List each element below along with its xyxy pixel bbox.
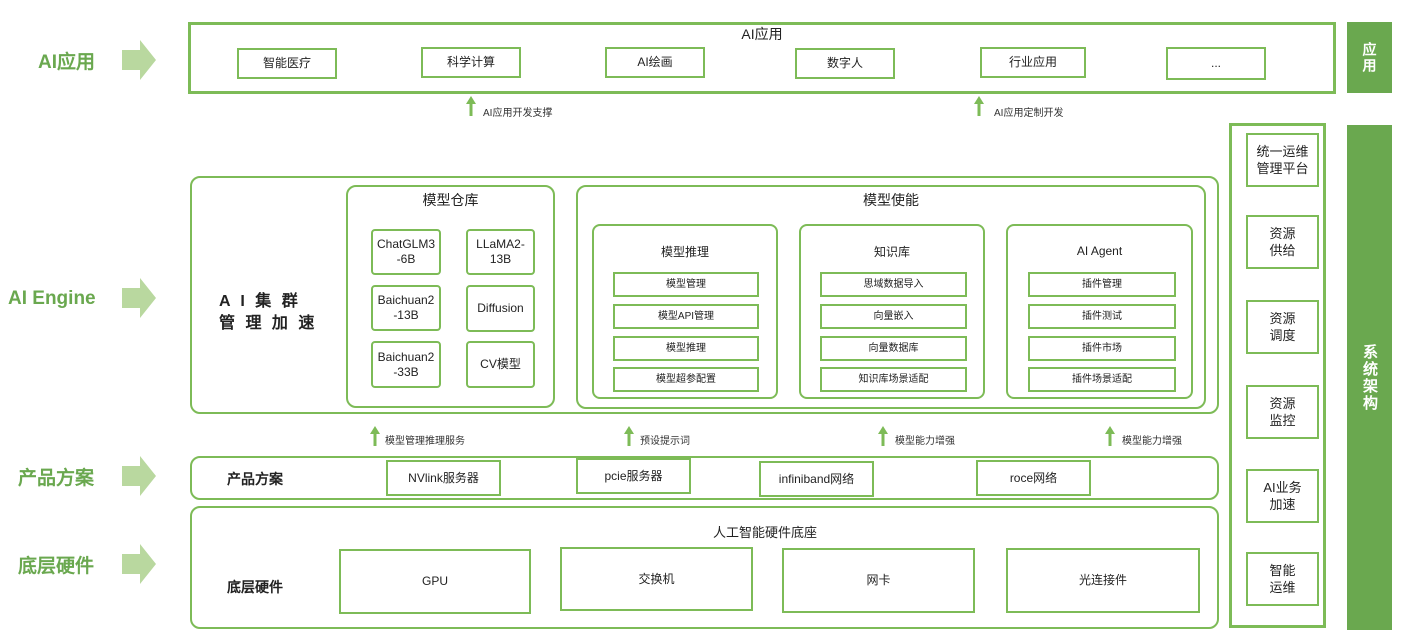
- group-agent-title: AI Agent: [1076, 244, 1123, 258]
- service-label-prompt: 预设提示词: [640, 436, 690, 447]
- app-item-medical: 智能医疗: [237, 48, 337, 79]
- agent-item-plugin-market: 插件市场: [1028, 336, 1176, 361]
- inference-item-api-mgmt: 模型API管理: [613, 304, 759, 329]
- inference-item-hyperparam: 模型超参配置: [613, 367, 759, 392]
- right-arrow-icon: [122, 544, 156, 584]
- hardware-layer-label: 底层硬件: [227, 579, 283, 595]
- knowledge-item-import: 思域数据导入: [820, 272, 967, 297]
- ai-app-title: AI应用: [741, 26, 783, 42]
- knowledge-item-vector-db: 向量数据库: [820, 336, 967, 361]
- agent-item-plugin-adapt: 插件场景适配: [1028, 367, 1176, 392]
- knowledge-item-embedding: 向量嵌入: [820, 304, 967, 329]
- product-infiniband: infiniband网络: [759, 461, 874, 497]
- hardware-layer: [190, 506, 1219, 629]
- inference-item-inference: 模型推理: [613, 336, 759, 361]
- product-nvlink: NVlink服务器: [386, 460, 501, 496]
- right-bar-app-label: 应用: [1361, 41, 1378, 74]
- arch-item-ai-accel: AI业务 加速: [1246, 469, 1319, 523]
- group-knowledge-title: 知识库: [873, 244, 910, 259]
- support-label-dev: AI应用开发支撑: [483, 108, 553, 119]
- hardware-layer-title: 人工智能硬件底座: [712, 524, 817, 540]
- cluster-title-line1: A I 集 群: [219, 293, 301, 310]
- model-repo-title: 模型仓库: [422, 192, 479, 208]
- app-item-industry: 行业应用: [980, 47, 1086, 78]
- side-label-hardware: 底层硬件: [18, 556, 95, 577]
- arch-item-resource-supply: 资源 供给: [1246, 215, 1319, 269]
- model-chatglm3: ChatGLM3 -6B: [371, 229, 441, 275]
- side-label-product: 产品方案: [18, 468, 95, 489]
- up-arrow-icon: [974, 96, 984, 116]
- service-label-enhance-1: 模型能力增强: [895, 436, 955, 447]
- product-pcie: pcie服务器: [576, 458, 691, 494]
- agent-item-plugin-test: 插件测试: [1028, 304, 1176, 329]
- support-label-custom: AI应用定制开发: [994, 108, 1064, 119]
- group-inference: [592, 224, 778, 399]
- hardware-gpu: GPU: [339, 549, 531, 614]
- model-diffusion: Diffusion: [466, 285, 535, 332]
- app-item-digital-human: 数字人: [795, 48, 895, 79]
- model-llama2: LLaMA2- 13B: [466, 229, 535, 275]
- service-label-enhance-2: 模型能力增强: [1122, 436, 1182, 447]
- app-item-scientific: 科学计算: [421, 47, 521, 78]
- arch-item-resource-monitor: 资源 监控: [1246, 385, 1319, 439]
- model-repo-panel: [346, 185, 555, 408]
- model-cv: CV模型: [466, 341, 535, 388]
- product-layer-label: 产品方案: [227, 471, 283, 487]
- side-label-ai-app: AI应用: [38, 52, 96, 73]
- group-knowledge: [799, 224, 985, 399]
- service-label-model-mgmt: 模型管理推理服务: [385, 436, 465, 447]
- model-baichuan2-33b: Baichuan2 -33B: [371, 341, 441, 388]
- cluster-title-line2: 管 理 加 速: [219, 315, 318, 332]
- system-arch-panel: [1229, 123, 1326, 628]
- right-arrow-icon: [122, 278, 156, 318]
- product-roce: roce网络: [976, 460, 1091, 496]
- product-layer: [190, 456, 1219, 500]
- arch-item-smart-ops: 智能 运维: [1246, 552, 1319, 606]
- hardware-switch: 交换机: [560, 547, 753, 611]
- agent-item-plugin-mgmt: 插件管理: [1028, 272, 1176, 297]
- group-ai-agent: [1006, 224, 1193, 399]
- inference-item-model-mgmt: 模型管理: [613, 272, 759, 297]
- ai-engine-layer: [190, 176, 1219, 414]
- right-arrow-icon: [122, 456, 156, 496]
- app-item-painting: AI绘画: [605, 47, 705, 78]
- arch-item-resource-schedule: 资源 调度: [1246, 300, 1319, 354]
- right-bar-system-arch: 系统架构: [1347, 125, 1392, 630]
- arch-item-ops-platform: 统一运维 管理平台: [1246, 133, 1319, 187]
- side-label-ai-engine: AI Engine: [8, 288, 96, 309]
- right-arrow-icon: [122, 40, 156, 80]
- up-arrow-icon: [624, 426, 634, 446]
- group-inference-title: 模型推理: [660, 244, 709, 259]
- up-arrow-icon: [1105, 426, 1115, 446]
- hardware-optical-connector: 光连接件: [1006, 548, 1200, 613]
- right-bar-app: 应用: [1347, 22, 1392, 93]
- ai-app-layer: [188, 22, 1336, 94]
- up-arrow-icon: [466, 96, 476, 116]
- knowledge-item-adapt: 知识库场景适配: [820, 367, 967, 392]
- up-arrow-icon: [370, 426, 380, 446]
- up-arrow-icon: [878, 426, 888, 446]
- model-baichuan2-13b: Baichuan2 -13B: [371, 285, 441, 331]
- model-enable-title: 模型使能: [863, 192, 919, 208]
- right-bar-arch-label: 系统架构: [1361, 343, 1378, 412]
- model-enable-panel: [576, 185, 1206, 409]
- app-item-more: ...: [1166, 47, 1266, 80]
- hardware-nic: 网卡: [782, 548, 975, 613]
